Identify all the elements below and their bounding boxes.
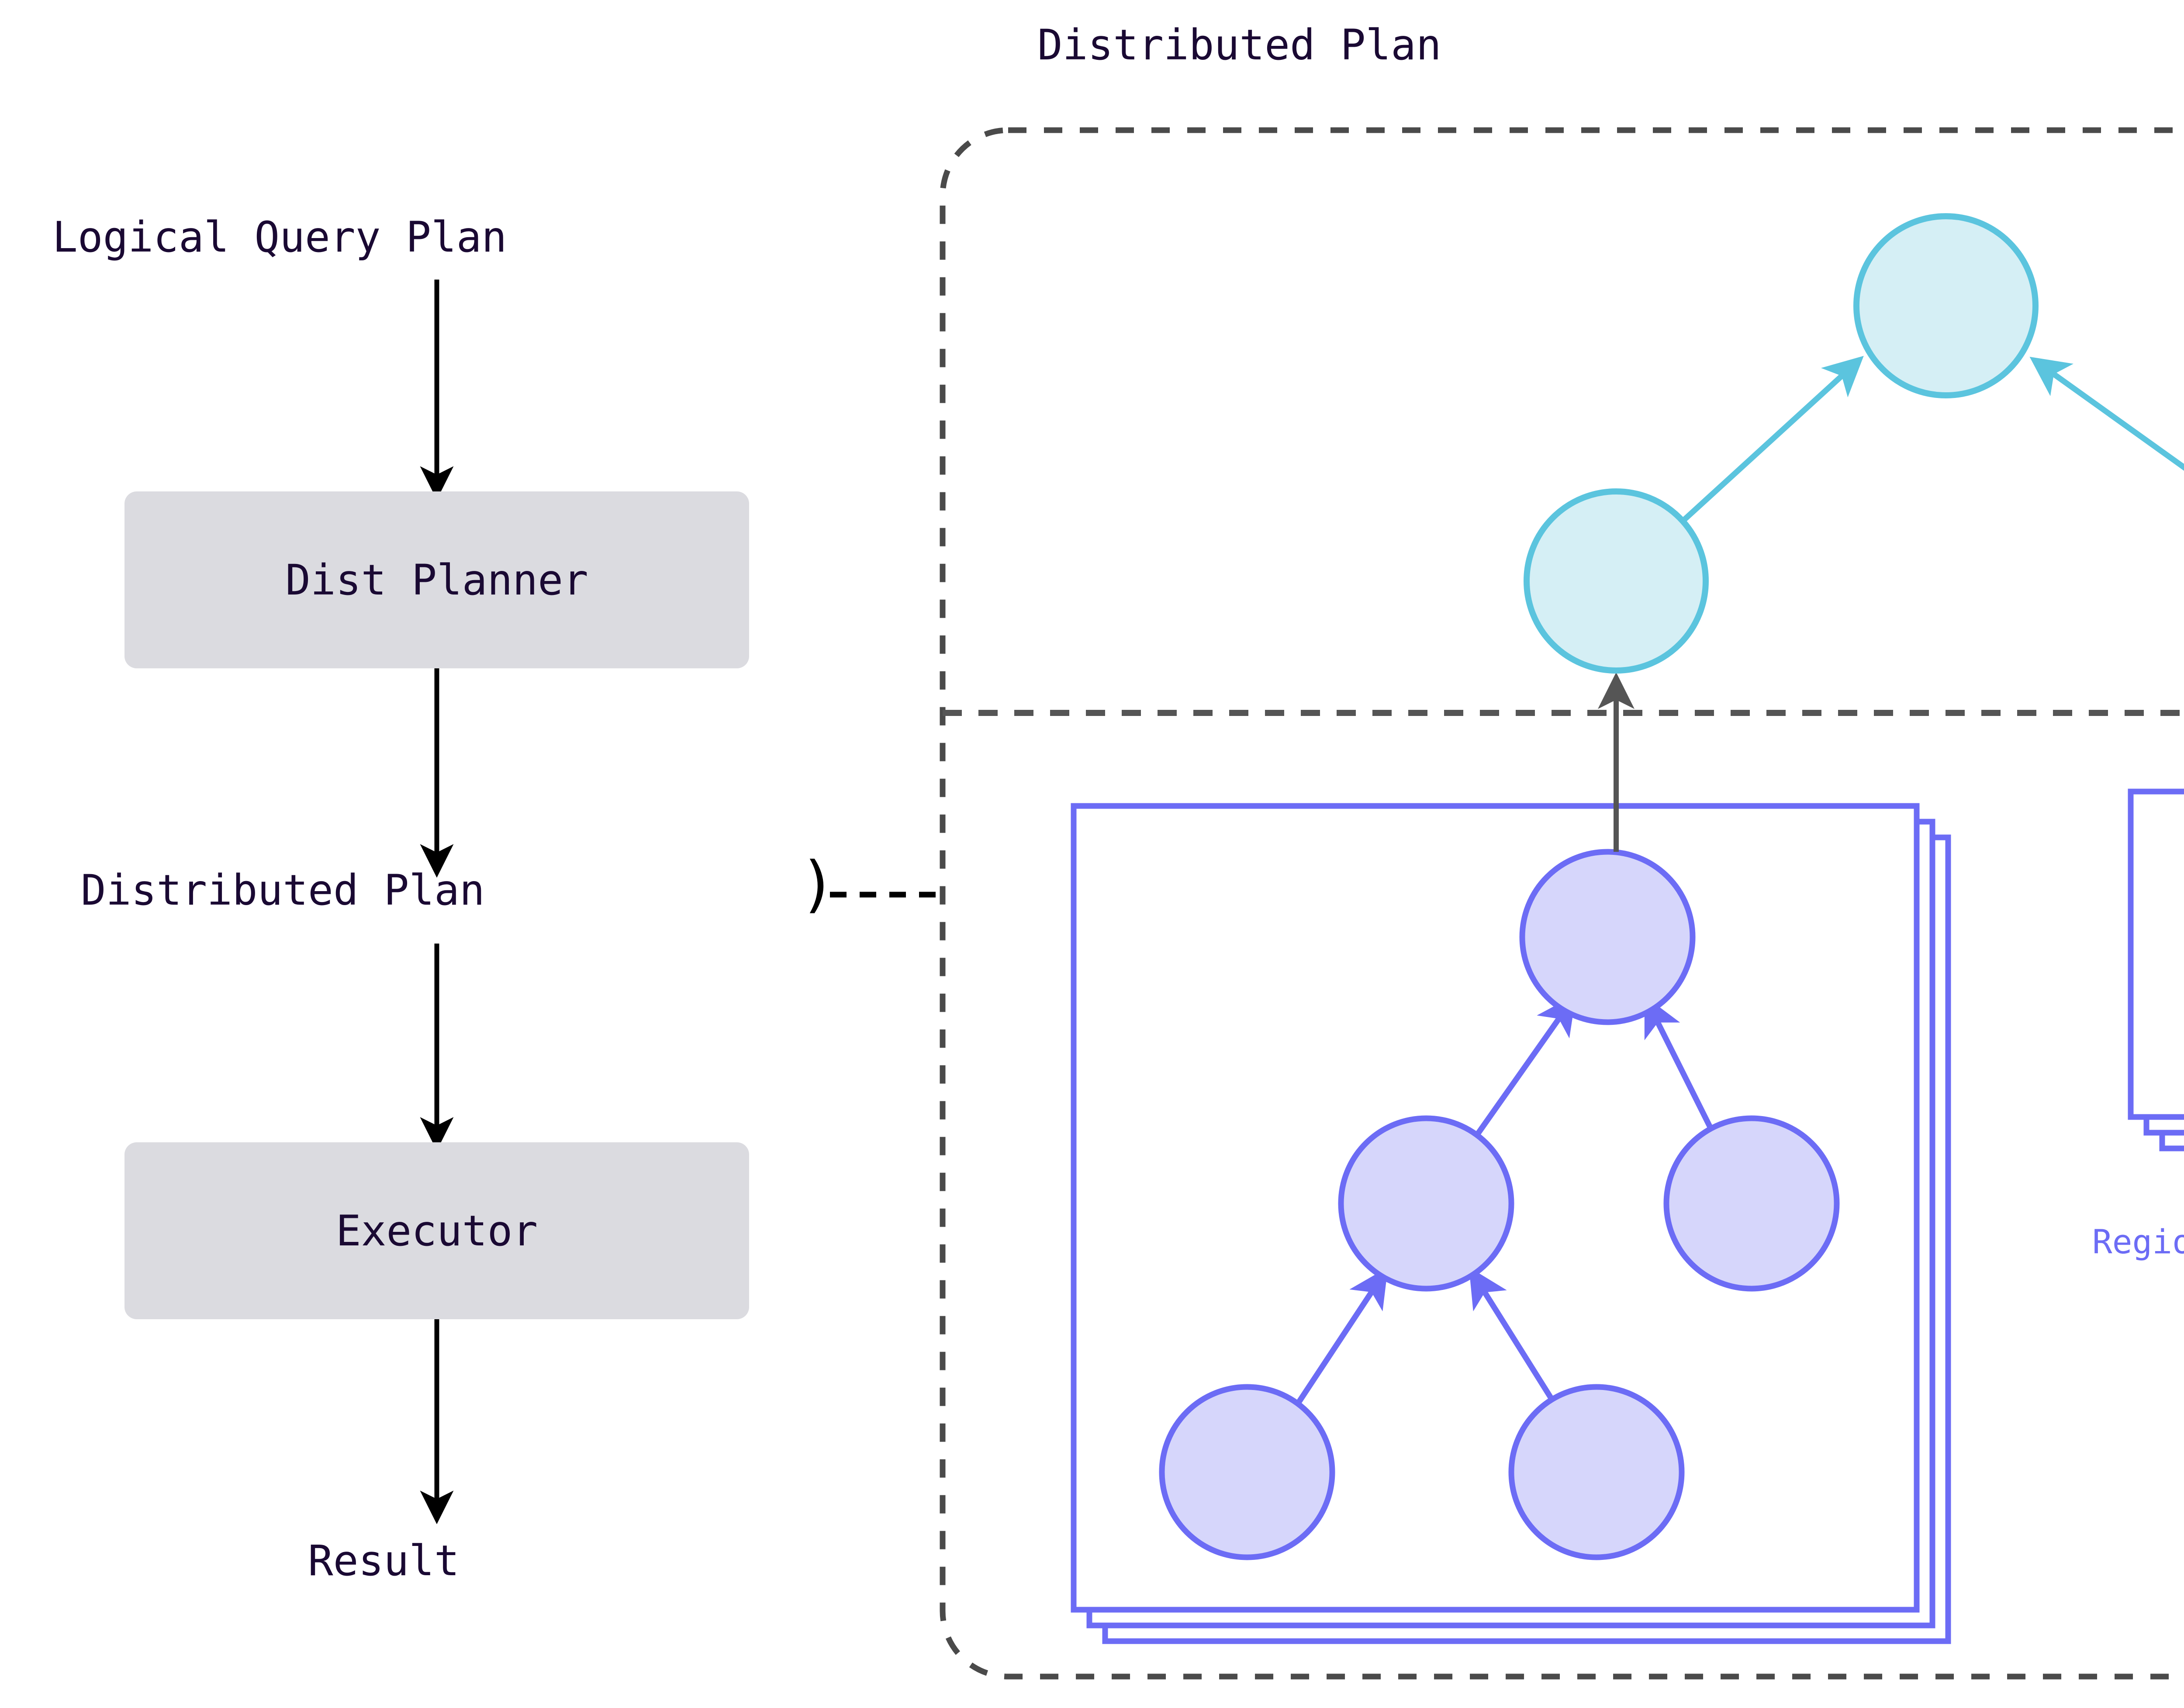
edge-rl-right-to-root <box>1644 996 1717 1137</box>
executor-label: Executor <box>335 1206 538 1255</box>
regions-label: Regions <box>2092 1222 2184 1261</box>
cross-stage-arrows <box>1598 672 1635 852</box>
edge-frontend-left-to-root <box>1679 356 1864 524</box>
left-flow-arrows <box>420 280 943 1525</box>
region-stack-left <box>1071 803 1951 1644</box>
edge-rl-leaf2-to-mid <box>1469 1267 1558 1406</box>
region-node-rl-root[interactable] <box>1519 849 1696 1025</box>
distributed-plan-panel <box>940 127 2184 1680</box>
result-label: Result <box>308 1536 460 1585</box>
executor-box[interactable]: Executor <box>124 1142 749 1319</box>
edge-rl-leaf1-to-mid <box>1295 1267 1388 1406</box>
logical-query-plan-label: Logical Query Plan <box>52 213 507 262</box>
region-node-rl-leaf2[interactable] <box>1508 1384 1685 1560</box>
dist-planner-box[interactable]: Dist Planner <box>124 491 749 668</box>
region-node-rl-mid[interactable] <box>1338 1115 1514 1292</box>
frontend-stage-graph <box>1524 213 2184 674</box>
frontend-node-left[interactable] <box>1524 488 1709 674</box>
region-layer-1 <box>2128 788 2184 1120</box>
distributed-plan-panel-title: Distributed Plan <box>1037 21 1441 69</box>
region-stack-right <box>2128 788 2184 1151</box>
region-node-rl-right[interactable] <box>1663 1115 1840 1292</box>
dist-planner-label: Dist Planner <box>285 555 588 605</box>
distributed-plan-label: Distributed Plan <box>81 866 485 915</box>
region-node-rl-leaf1[interactable] <box>1159 1384 1335 1560</box>
distributed-plan-bracket: ) <box>799 849 836 920</box>
edge-frontend-right-to-root <box>2029 356 2184 471</box>
frontend-node-root[interactable] <box>1853 213 2039 398</box>
edge-rl-mid-to-root <box>1474 994 1576 1138</box>
